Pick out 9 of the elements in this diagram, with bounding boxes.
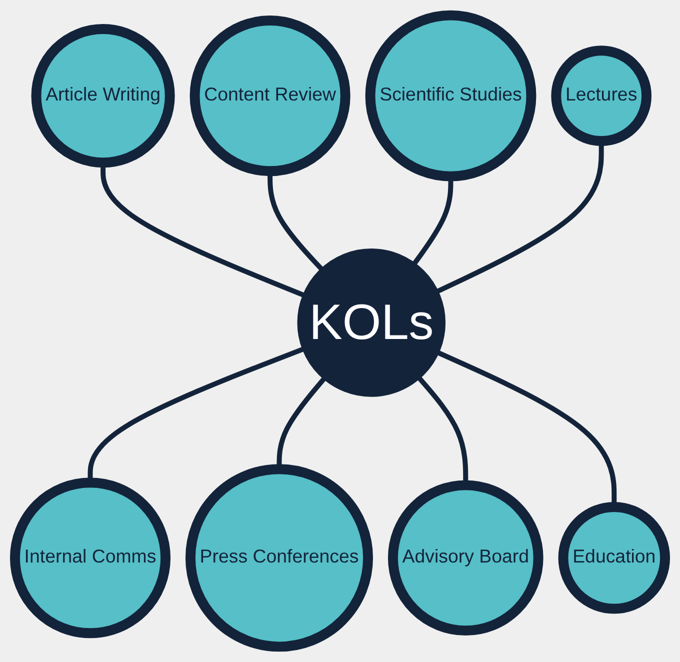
node-circle: Scientific Studies bbox=[365, 10, 536, 182]
node-circle: Internal Comms bbox=[10, 478, 171, 638]
node-circle: Education bbox=[558, 502, 670, 614]
node-circle: Lectures bbox=[551, 46, 652, 146]
node-circle: Article Writing bbox=[31, 24, 175, 168]
node-circle: Press Conferences bbox=[185, 464, 373, 652]
node-circle: Advisory Board bbox=[388, 480, 544, 636]
node-circle: KOLs bbox=[297, 248, 446, 397]
node-circle: Content Review bbox=[190, 16, 350, 176]
